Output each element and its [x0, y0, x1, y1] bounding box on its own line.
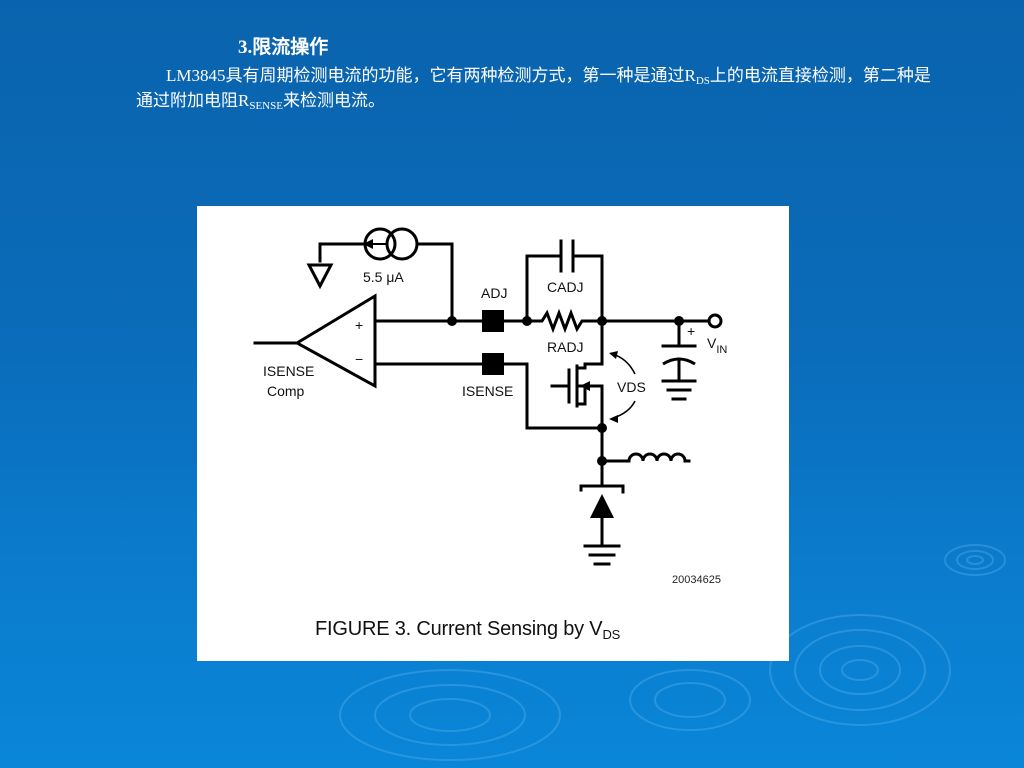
slide-paragraph: LM3845具有周期检测电流的功能，它有两种检测方式，第一种是通过RDS上的电流…: [136, 63, 936, 113]
paragraph-part-2: 上的电流直接检测，第二种是通过附加电阻R: [136, 66, 931, 110]
diode-triangle: [590, 494, 614, 518]
figure-caption-main: FIGURE 3. Current Sensing by V: [315, 618, 603, 640]
isense-comparator: [293, 293, 377, 389]
current-source-label: 5.5 μA: [363, 269, 404, 285]
paragraph-part-3: 来检测电流。: [282, 91, 385, 110]
vin-label-main: V: [707, 335, 717, 351]
vds-arrow-bottom: [612, 400, 636, 419]
isense-comp-label-2: Comp: [267, 383, 305, 399]
cadj-wire-left: [525, 254, 563, 323]
vds-arrowhead-top: [609, 351, 618, 359]
mosfet-drain-wire: [583, 319, 604, 370]
cadj-wire-right: [571, 254, 604, 323]
adj-feedback-wire: [417, 242, 454, 323]
current-source-circle-right: [385, 227, 419, 261]
adj-pin: [482, 310, 504, 332]
figure-caption-sub: DS: [602, 627, 621, 642]
isense-pin: [482, 353, 504, 375]
vin-label: VIN: [707, 335, 727, 356]
slide-heading: 3.限流操作: [238, 37, 329, 58]
vds-label: VDS: [617, 379, 646, 395]
mosfet-body-link: [575, 384, 604, 430]
vin-terminal: [707, 313, 723, 329]
input-cap-plus: +: [687, 323, 695, 339]
current-source-wire: [318, 242, 365, 263]
adj-label: ADJ: [481, 285, 507, 301]
radj-resistor: [525, 308, 604, 334]
ground-triangle-top: [306, 263, 334, 290]
diode-bar: [579, 484, 625, 494]
isense-wire: [502, 362, 604, 430]
circuit-figure: 5.5 μA + − ISENSE Comp ADJ ISENSE CADJ R…: [197, 206, 789, 661]
figure-caption: FIGURE 3. Current Sensing by VDS: [315, 618, 620, 641]
vin-label-sub: IN: [716, 344, 727, 356]
rsense-subscript: SENSE: [249, 100, 283, 112]
mosfet-source-wire: [575, 384, 587, 406]
figure-id: 20034625: [672, 574, 721, 586]
isense-pin-label: ISENSE: [462, 383, 513, 399]
cadj-label: CADJ: [547, 279, 584, 295]
rds-subscript: DS: [695, 75, 710, 87]
paragraph-part-1: LM3845具有周期检测电流的功能，它有两种检测方式，第一种是通过R: [166, 66, 696, 85]
comparator-minus: −: [355, 351, 363, 367]
comparator-plus: +: [355, 317, 363, 333]
current-source-arrowhead: [363, 239, 373, 249]
radj-label: RADJ: [547, 339, 584, 355]
inductor: [627, 452, 687, 462]
circuit-schematic: 5.5 μA + − ISENSE Comp ADJ ISENSE CADJ R…: [253, 227, 727, 566]
junction-adj-left: [447, 316, 457, 326]
vds-arrowhead-bottom: [609, 415, 618, 423]
isense-comp-label-1: ISENSE: [263, 363, 314, 379]
